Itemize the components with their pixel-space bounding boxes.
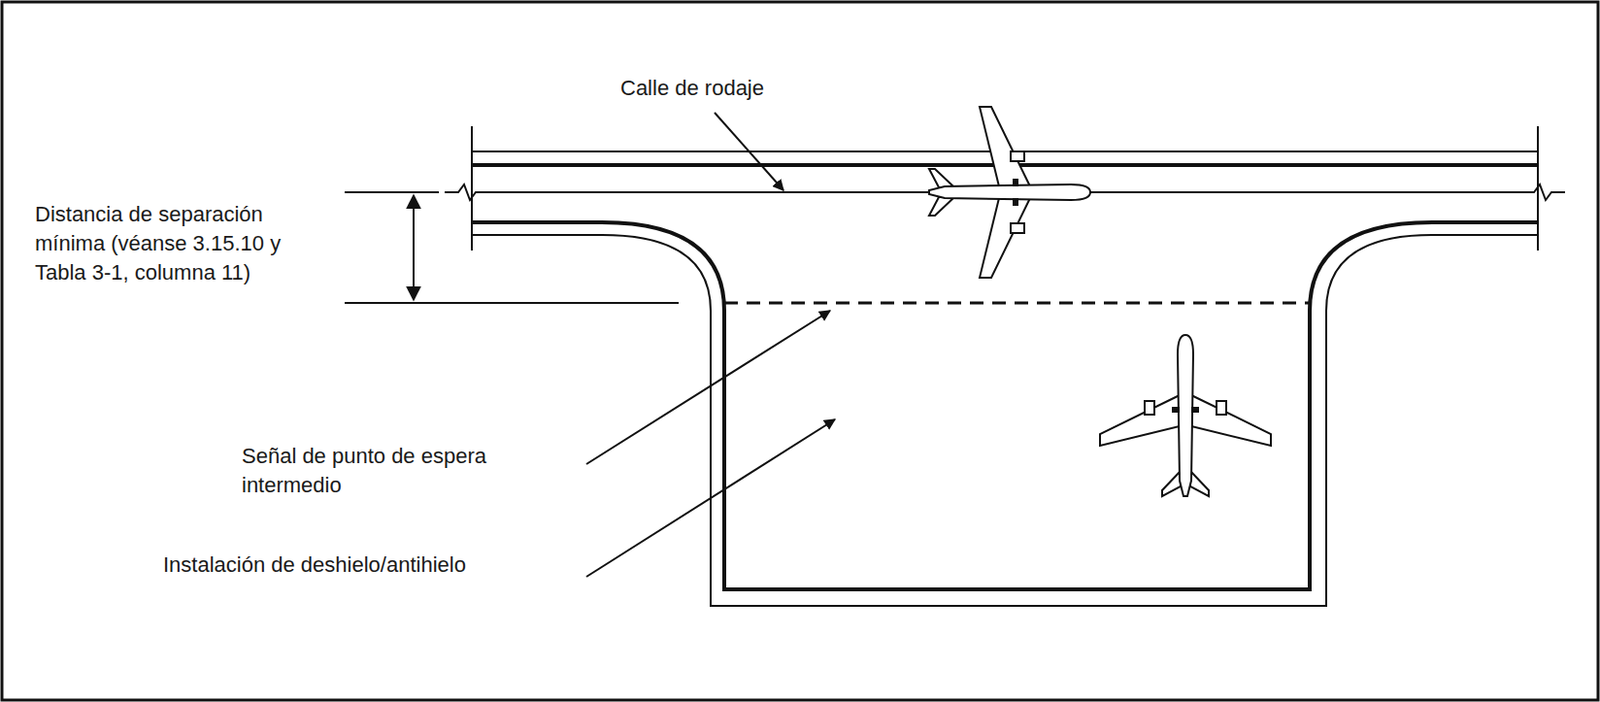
holding-marking (724, 301, 1310, 305)
aircraft (929, 106, 1091, 278)
dimension-label: Distancia de separación mínima (véanse 3… (32, 200, 320, 288)
callout-label: Calle de rodaje (617, 73, 767, 103)
leader-lines (586, 112, 835, 577)
aircraft (1100, 334, 1271, 497)
callout-label: Señal de punto de espera intermedio (238, 441, 536, 500)
dimension (344, 192, 679, 303)
callout-label: Instalación de deshielo/antihielo (160, 550, 469, 580)
